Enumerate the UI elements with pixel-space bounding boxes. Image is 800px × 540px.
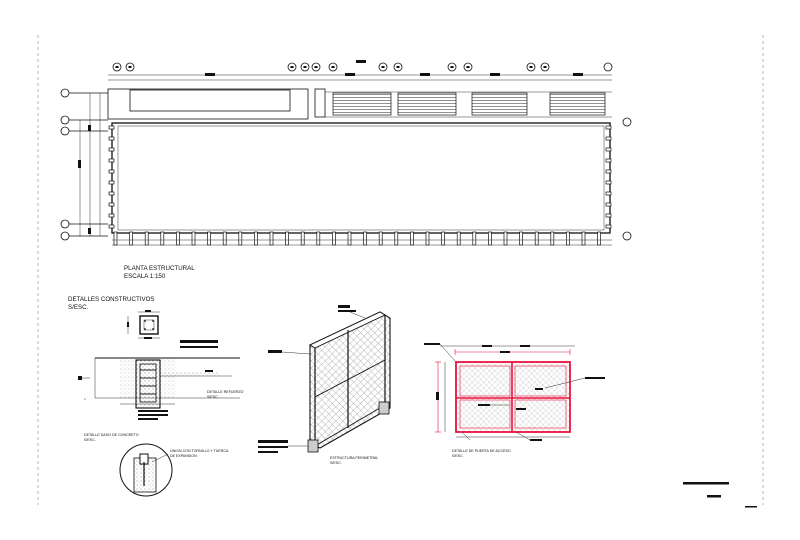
fence-post (410, 231, 414, 246)
fence-post (472, 231, 477, 246)
fence-post (113, 231, 118, 246)
fence-post (503, 231, 508, 246)
grid-axis-bubbles-right (622, 117, 632, 241)
fence-post (108, 147, 115, 152)
detail-column-footing: DETALLE REFUERZO S/ESC. DETALLE DADO DE … (78, 310, 244, 497)
fence-caption: ESTRUCTURA PERIMETRAL (330, 456, 378, 460)
fence-post (456, 231, 461, 246)
column-caption: DETALLE DADO DE CONCRETO (84, 433, 139, 437)
fence-post (605, 191, 612, 196)
fence-post (605, 202, 612, 207)
column-note: DETALLE REFUERZO (207, 390, 244, 394)
grid-axis-bubbles-top (112, 62, 613, 72)
details-title: DETALLES CONSTRUCTIVOS (68, 296, 155, 303)
fence-posts-right (605, 125, 612, 229)
plan-scale: ESCALA 1:150 (124, 273, 166, 280)
fence-post (488, 231, 492, 246)
fence-post (605, 169, 612, 174)
fence-post (269, 231, 274, 246)
grid-axis-bubbles-left (60, 88, 108, 241)
plan-title: PLANTA ESTRUCTURAL (124, 265, 195, 272)
fence-post (300, 231, 305, 246)
fence-post (441, 231, 445, 246)
fence-post (160, 231, 165, 246)
fence-post (605, 158, 612, 163)
anchor-note: UNION CON TORNILLO Y TUERCA (170, 449, 229, 453)
fence-post (581, 231, 586, 246)
fence-post (534, 231, 539, 246)
fence-post (144, 231, 149, 246)
fence-posts-left (108, 125, 115, 229)
fence-post (108, 125, 115, 130)
fence-post (285, 231, 289, 246)
fence-post (191, 231, 196, 246)
fence-post (332, 231, 336, 246)
title-block-marks (683, 482, 757, 508)
fence-post (605, 213, 612, 218)
fence-posts-bottom (113, 231, 601, 246)
fence-post (378, 231, 383, 246)
fence-post (108, 202, 115, 207)
detail-access-door: DETALLE DE PUERTA DE ACCESO S/ESC (424, 343, 605, 458)
fence-post (176, 231, 180, 246)
column-note-2: S/ESC. (207, 395, 219, 399)
fence-post (605, 224, 612, 229)
fence-caption-2: S/ESC. (330, 461, 342, 465)
fence-post (425, 231, 430, 246)
fence-post (605, 147, 612, 152)
fence-post (347, 231, 352, 246)
fence-post (108, 169, 115, 174)
fence-post (605, 136, 612, 141)
fence-post (222, 231, 227, 246)
fence-post (108, 191, 115, 196)
fence-post (254, 231, 258, 246)
fence-post (519, 231, 523, 246)
fence-post (207, 231, 211, 246)
fence-post (108, 136, 115, 141)
details-scale: S/ESC. (68, 304, 89, 311)
fence-perimeter (111, 122, 611, 234)
fence-post (108, 224, 115, 229)
door-caption-2: S/ESC (452, 454, 463, 458)
fence-post (550, 231, 555, 246)
fence-post (394, 231, 399, 246)
fence-post (108, 213, 115, 218)
fence-post (108, 180, 115, 185)
fence-post (238, 231, 243, 246)
fence-post (316, 231, 321, 246)
fence-post (605, 180, 612, 185)
structural-plan: PLANTA ESTRUCTURAL ESCALA 1:150 (60, 60, 632, 280)
fence-post (566, 231, 570, 246)
detail-perimeter-fence: ESTRUCTURA PERIMETRAL S/ESC. (258, 305, 391, 465)
fence-post (129, 231, 133, 246)
column-caption-2: S/ESC. (84, 438, 96, 442)
anchor-note-2: DE EXPANSION (170, 454, 197, 458)
roof-panels (332, 92, 606, 116)
fence-post (108, 158, 115, 163)
door-caption: DETALLE DE PUERTA DE ACCESO (452, 449, 511, 453)
fence-post (363, 231, 367, 246)
fence-post (597, 231, 601, 246)
fence-post (605, 125, 612, 130)
